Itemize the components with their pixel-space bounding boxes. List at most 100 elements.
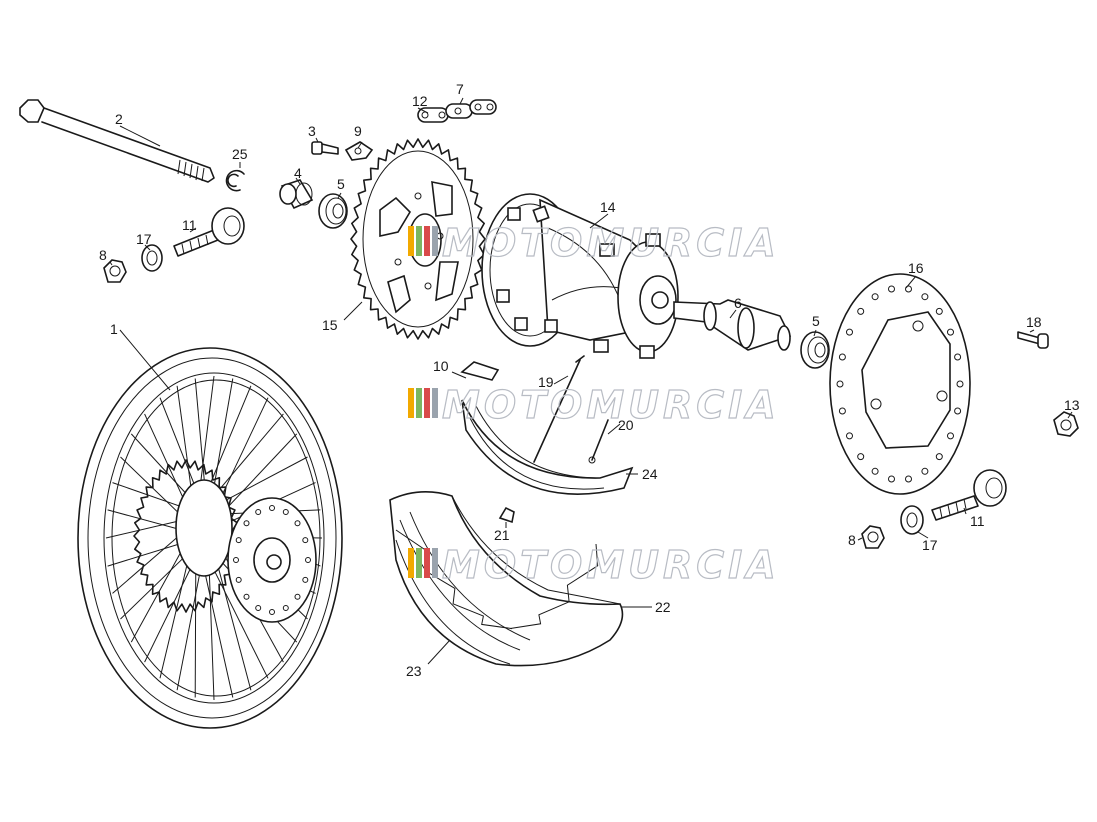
wheel-spoke (159, 552, 191, 679)
wheel-spoke (214, 555, 252, 691)
leader-lines (109, 97, 1073, 665)
wheel-spoke (221, 433, 298, 514)
wheel-bearing-right-part (800, 331, 830, 369)
disc-hole (235, 576, 242, 583)
wheel-spoke (194, 378, 206, 495)
disc-hole (305, 557, 311, 563)
chain-adjuster-left-part (103, 207, 245, 283)
wheel-spoke (198, 375, 215, 496)
callout-15: 15 (322, 317, 338, 333)
disc-hole (947, 432, 954, 440)
callout-1: 1 (110, 321, 118, 337)
rear-brake-disc-part (829, 273, 971, 495)
callout-6: 6 (734, 295, 742, 311)
callout-4: 4 (294, 165, 302, 181)
callout-2: 2 (115, 111, 123, 127)
disc-hole (871, 293, 879, 301)
disc-hole (921, 467, 929, 475)
disc-hole (282, 509, 289, 515)
retaining-clip-part (225, 169, 245, 192)
wheel-spoke (130, 433, 193, 501)
disc-hole (846, 328, 853, 336)
disc-hole (905, 475, 912, 483)
spacer-bush-part (279, 179, 314, 210)
wheel-spoke (176, 385, 194, 500)
watermark-2: MOTOMURCIA (408, 382, 780, 428)
wheel-spoke (144, 413, 189, 509)
disc-hole (243, 520, 250, 527)
disc-nut-part (1053, 411, 1079, 437)
hub-spindle-part (673, 299, 792, 351)
callout-14: 14 (600, 199, 616, 215)
callout-20: 20 (618, 417, 634, 433)
wheel-spoke (105, 519, 185, 539)
watermark-1: MOTOMURCIA (408, 220, 780, 266)
disc-hole (857, 307, 865, 315)
disc-hole (269, 609, 275, 615)
disc-hole (921, 293, 929, 301)
wheel-spoke (107, 541, 186, 567)
disc-hole (905, 285, 912, 293)
wheel-spoke (217, 397, 269, 504)
wheel-spoke (112, 531, 185, 594)
callout-labels: 1 2 3 4 5 5 6 7 8 8 9 10 11 11 12 13 14 … (99, 81, 1080, 679)
callout-8-right: 8 (848, 532, 856, 548)
wheel-spoke (112, 482, 188, 510)
callout-11-right: 11 (970, 513, 985, 529)
bolt-and-lock-tab-part (311, 141, 374, 161)
wheel-spoke (211, 378, 234, 498)
callout-18: 18 (1026, 314, 1042, 330)
disc-hole (857, 453, 865, 461)
disc-hole (846, 432, 853, 440)
callout-9: 9 (354, 123, 362, 139)
wheel-spoke (159, 397, 200, 496)
callout-24: 24 (642, 466, 658, 482)
disc-hole (954, 407, 962, 415)
disc-hole (954, 353, 962, 361)
wheel-bearing-left-part (318, 193, 348, 229)
callout-17-left: 17 (136, 231, 152, 247)
watermark-3: MOTOMURCIA (408, 542, 776, 588)
callout-22: 22 (655, 599, 671, 615)
disc-hole (255, 605, 262, 611)
callout-5-left: 5 (337, 176, 345, 192)
svg-text:MOTOMURCIA: MOTOMURCIA (442, 221, 780, 265)
disc-hole (269, 505, 275, 511)
disc-hole (302, 576, 309, 583)
wheel-spoke (176, 561, 203, 691)
callout-3: 3 (308, 123, 316, 139)
disc-hole (888, 285, 895, 293)
svg-text:MOTOMURCIA: MOTOMURCIA (442, 383, 780, 427)
callout-25: 25 (232, 146, 248, 162)
wheel-spoke (120, 551, 191, 620)
wheel-spoke (107, 509, 185, 532)
disc-hole (871, 467, 879, 475)
rear-axle-part (19, 99, 215, 183)
callout-23: 23 (406, 663, 422, 679)
disc-hole (243, 593, 250, 600)
disc-hole (838, 407, 846, 415)
callout-7: 7 (456, 81, 464, 97)
rear-hub-part (481, 193, 679, 359)
callout-21: 21 (494, 527, 510, 543)
rim-band-part (460, 361, 634, 495)
wheel-spoke (218, 456, 308, 505)
disc-hole (255, 509, 262, 515)
chain-link-part (417, 99, 497, 123)
disc-hole (836, 380, 844, 388)
callout-17-right: 17 (922, 537, 938, 553)
callout-5-right: 5 (812, 313, 820, 329)
wheel-spoke (208, 560, 215, 701)
tube-valve-part (498, 506, 515, 524)
disc-hole (282, 605, 289, 611)
wheel-spoke (194, 558, 197, 698)
disc-hole (947, 328, 954, 336)
disc-bolt-part (1017, 331, 1049, 349)
wheel-spoke (212, 413, 284, 498)
spoke-pieces-part (533, 355, 609, 464)
callout-16: 16 (908, 260, 924, 276)
callout-13: 13 (1064, 397, 1080, 413)
disc-hole (233, 557, 239, 563)
wheel-spoke (208, 560, 269, 679)
